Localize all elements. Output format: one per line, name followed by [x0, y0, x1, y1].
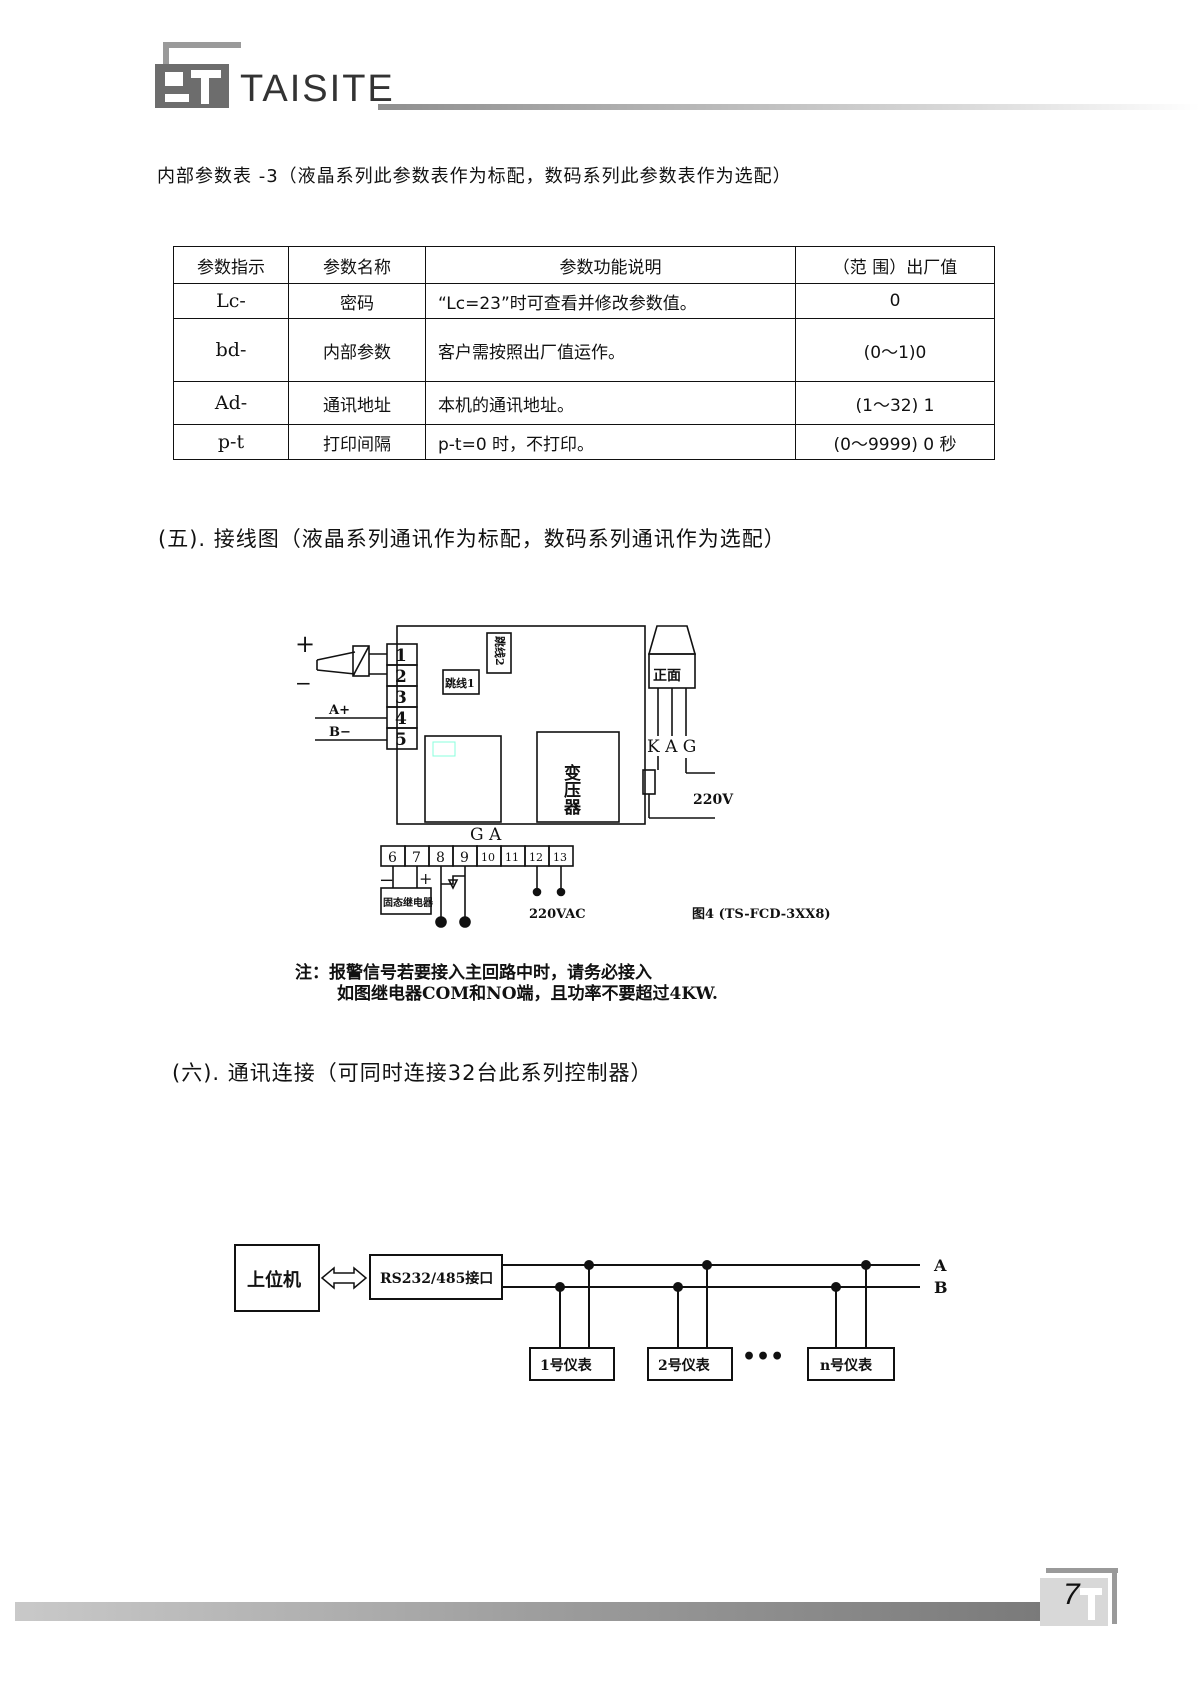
figure-caption: 图4 (TS-FCD-3XX8) [692, 907, 831, 922]
front-label: 正面 [653, 668, 681, 684]
terminal-label: 3 [395, 688, 407, 708]
terminal-label: 5 [395, 730, 407, 750]
section-heading-wiring: (五). 接线图（液晶系列通讯作为标配，数码系列通讯作为选配） [158, 527, 786, 551]
line-a-label: A [933, 1256, 947, 1275]
param-description: “Lc=23”时可查看并修改参数值。 [425, 283, 796, 319]
wiring-diagram: 1 2 3 4 5 + − A+ B− 跳线1 跳线2 变压器 [295, 625, 831, 928]
meter-box [647, 1347, 733, 1381]
transformer-label: 变压器 [560, 763, 582, 816]
ellipsis: ••• [742, 1344, 784, 1370]
table-row: bd- 内部参数 客户需按照出厂值运作。 (0～1)0 [173, 318, 995, 382]
bidirectional-arrow-icon [320, 1266, 368, 1290]
terminal-label: 1 [395, 646, 407, 666]
section-heading-communication: (六). 通讯连接（可同时连接32台此系列控制器） [172, 1061, 653, 1085]
table-header-row: 参数指示 参数名称 参数功能说明 （范 围）出厂值 [173, 246, 995, 284]
param-name: 打印间隔 [288, 424, 426, 460]
a-plus-label: A+ [328, 703, 350, 718]
parameter-table: 参数指示 参数名称 参数功能说明 （范 围）出厂值 Lc- 密码 “Lc=23”… [173, 246, 995, 460]
param-code: Ad- [173, 381, 289, 425]
terminal-label: 2 [395, 667, 407, 687]
param-value: 0 [795, 283, 995, 319]
v220-label: 220V [693, 792, 734, 808]
meter-box [807, 1347, 895, 1381]
column-header: （范 围）出厂值 [795, 246, 995, 284]
param-code: p-t [173, 424, 289, 460]
param-description: p-t=0 时，不打印。 [425, 424, 796, 460]
terminal-label: 13 [553, 851, 567, 864]
page-number: 7 [1063, 1578, 1080, 1611]
note-line: 如图继电器COM和NO端，且功率不要超过4KW. [337, 984, 718, 1004]
jumper2-label: 跳线2 [493, 636, 507, 666]
header-rule [378, 104, 1200, 110]
interface-box [369, 1254, 503, 1300]
ga-label: G A [470, 825, 502, 845]
thyristor-front [642, 625, 715, 819]
param-name: 内部参数 [288, 318, 426, 382]
minus-sign: − [295, 671, 312, 695]
terminal-label: 9 [460, 850, 469, 866]
ssr-plus: + [419, 869, 432, 888]
param-value: (1～32) 1 [795, 381, 995, 425]
communication-diagram: 上位机 RS232/485接口 A B 1号仪表 2号仪表 ••• n号仪表 [234, 1244, 948, 1381]
host-label: 上位机 [247, 1269, 301, 1291]
left-terminal-strip [386, 643, 418, 750]
param-description: 本机的通讯地址。 [425, 381, 796, 425]
param-code: Lc- [173, 283, 289, 319]
terminal-label: 8 [436, 850, 445, 866]
ssr-minus: − [379, 870, 394, 891]
host-box [234, 1244, 320, 1312]
table-title: 内部参数表 -3（液晶系列此参数表作为标配，数码系列此参数表作为选配） [157, 166, 792, 187]
line-b-label: B [934, 1278, 948, 1297]
column-header: 参数指示 [173, 246, 289, 284]
meter-label: 1号仪表 [540, 1357, 593, 1374]
meter-label: 2号仪表 [658, 1357, 711, 1374]
vac-label: 220VAC [529, 907, 586, 922]
terminal-label: 12 [529, 851, 543, 864]
param-value: (0～1)0 [795, 318, 995, 382]
plus-sign: + [295, 630, 315, 658]
column-header: 参数功能说明 [425, 246, 796, 284]
kag-label: K A G [647, 737, 696, 757]
param-value: (0～9999) 0 秒 [795, 424, 995, 460]
wiring-note: 注：报警信号若要接入主回路中时，请务必接入 如图继电器COM和NO端，且功率不要… [295, 963, 718, 1005]
ssr-label: 固态继电器 [383, 896, 434, 909]
brand-name: TAISITE [240, 68, 395, 110]
footer-bar [15, 1602, 1045, 1621]
column-header: 参数名称 [288, 246, 426, 284]
table-row: p-t 打印间隔 p-t=0 时，不打印。 (0～9999) 0 秒 [173, 424, 995, 460]
terminal-label: 4 [395, 709, 407, 729]
b-minus-label: B− [329, 725, 351, 740]
table-row: Ad- 通讯地址 本机的通讯地址。 (1～32) 1 [173, 381, 995, 425]
interface-label: RS232/485接口 [380, 1270, 493, 1287]
terminal-label: 11 [505, 851, 519, 864]
thermocouple-symbol [316, 645, 387, 677]
param-code: bd- [173, 318, 289, 382]
param-description: 客户需按照出厂值运作。 [425, 318, 796, 382]
controller-outline [396, 625, 646, 825]
terminal-label: 6 [388, 850, 397, 866]
table-row: Lc- 密码 “Lc=23”时可查看并修改参数值。 0 [173, 283, 995, 319]
param-name: 密码 [288, 283, 426, 319]
meter-box [529, 1347, 615, 1381]
terminal-label: 7 [412, 850, 421, 866]
terminal-label: 10 [481, 851, 495, 864]
bottom-terminal-strip [380, 845, 574, 867]
note-line: 注：报警信号若要接入主回路中时，请务必接入 [295, 963, 652, 983]
taisite-logo-footer [1040, 1568, 1118, 1626]
taisite-logo [155, 42, 241, 108]
jumper1-label: 跳线1 [445, 676, 475, 690]
param-name: 通讯地址 [288, 381, 426, 425]
meter-label: n号仪表 [820, 1357, 873, 1374]
